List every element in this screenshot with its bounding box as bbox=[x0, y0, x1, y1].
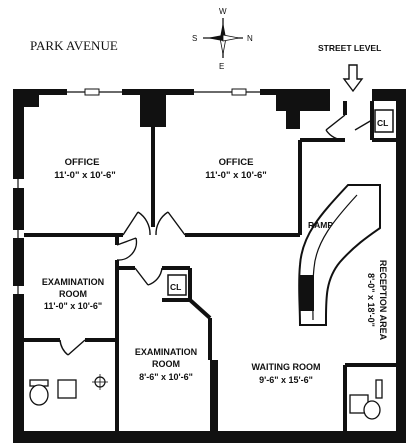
exam-center-name-2: ROOM bbox=[152, 359, 180, 369]
closet-label-entrance: CL bbox=[377, 118, 388, 128]
exam-left-name-2: ROOM bbox=[59, 289, 87, 299]
toilet-icon-reception bbox=[349, 379, 383, 420]
exam-center-name-1: EXAMINATION bbox=[135, 347, 197, 357]
closets bbox=[167, 109, 394, 296]
compass-n: N bbox=[247, 34, 253, 43]
office-right-name: OFFICE bbox=[219, 157, 254, 168]
office-left-size: 11'-0" x 10'-6" bbox=[54, 170, 116, 181]
doors bbox=[59, 114, 373, 356]
closet-label-center: CL bbox=[170, 282, 181, 292]
waiting-room-name: WAITING ROOM bbox=[252, 362, 321, 372]
compass-rose: W E S N bbox=[192, 7, 253, 71]
reception-area-size: 8'-0" x 18'-0" bbox=[366, 273, 376, 327]
compass-e: E bbox=[219, 62, 224, 71]
exam-center-size: 8'-6" x 10'-6" bbox=[139, 372, 193, 382]
sink-icon bbox=[92, 374, 108, 390]
ramp-label: RAMP bbox=[308, 220, 333, 230]
compass-s: S bbox=[192, 34, 197, 43]
street-name: PARK AVENUE bbox=[30, 38, 118, 53]
waiting-room-size: 9'-6" x 15'-6" bbox=[259, 375, 313, 385]
windows bbox=[17, 88, 260, 294]
toilet-icon bbox=[29, 379, 77, 406]
wall-jogs bbox=[115, 235, 135, 270]
exam-left-name-1: EXAMINATION bbox=[42, 277, 104, 287]
exam-left-size: 11'-0" x 10'-6" bbox=[44, 301, 102, 311]
reception-area-name: RECEPTION AREA bbox=[378, 260, 388, 341]
compass-w: W bbox=[219, 7, 227, 16]
exterior-walls bbox=[13, 89, 406, 443]
entrance-arrow-icon bbox=[342, 64, 364, 93]
interior-walls bbox=[24, 101, 396, 431]
reception-counter bbox=[298, 184, 381, 326]
office-left-name: OFFICE bbox=[65, 157, 100, 168]
entrance-label: STREET LEVEL bbox=[318, 43, 381, 53]
office-right-size: 11'-0" x 10'-6" bbox=[205, 170, 267, 181]
